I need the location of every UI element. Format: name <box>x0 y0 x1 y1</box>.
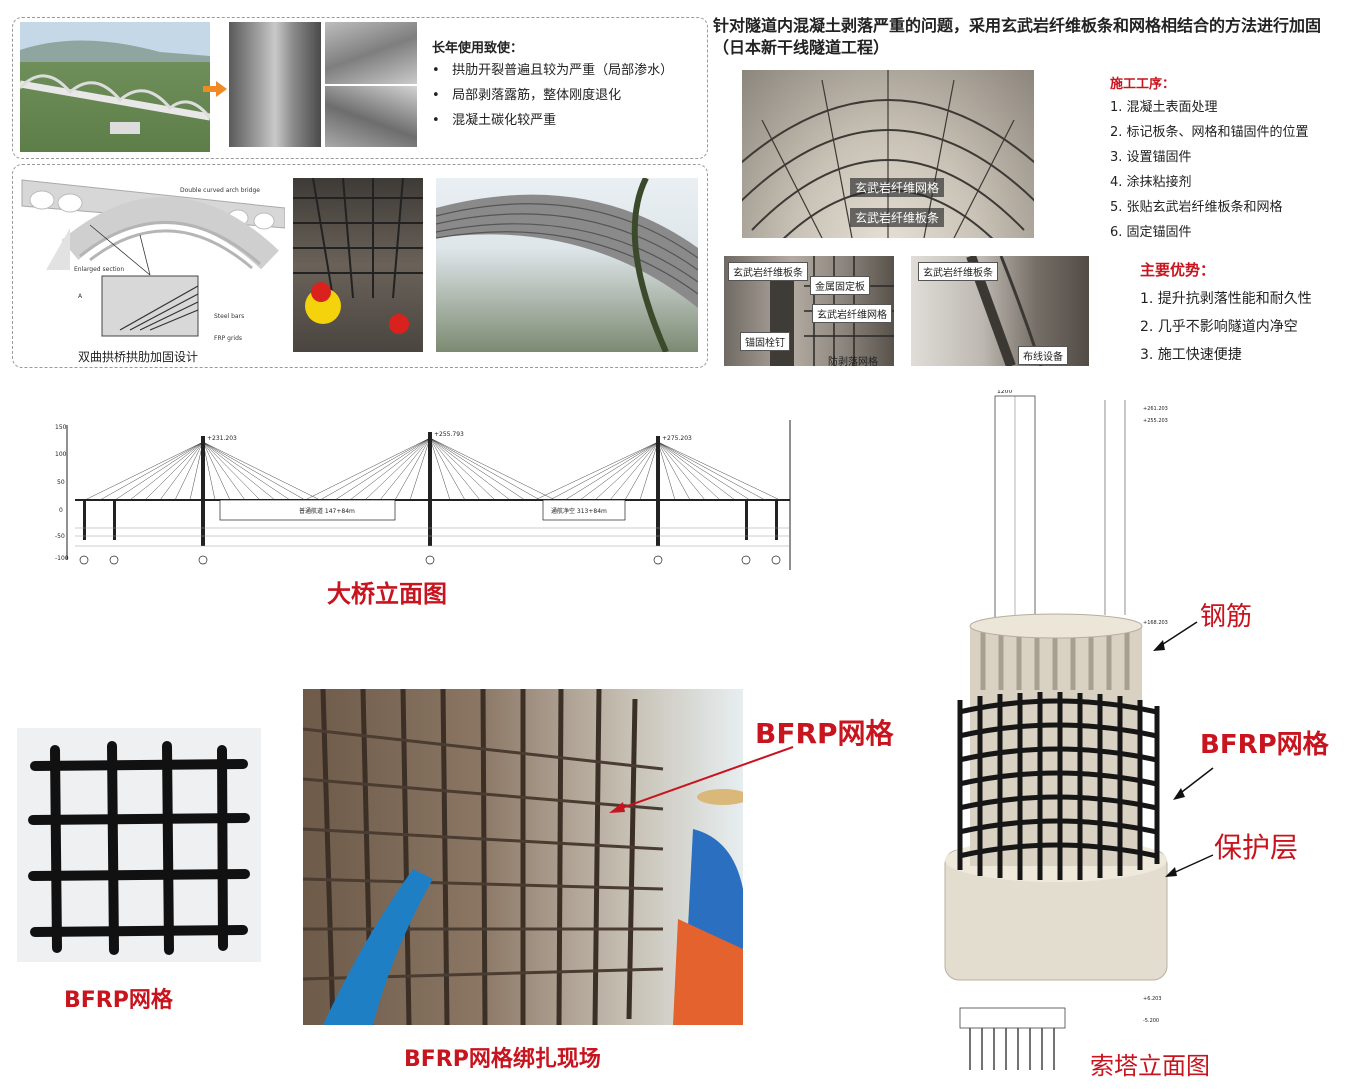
axis-tick: -50 <box>55 533 65 540</box>
arch-bridge-photo <box>20 22 210 152</box>
detail1-net-label: 防剥落网格 <box>828 357 878 368</box>
advantages-list: 1. 提升抗剥落性能和耐久性 2. 几乎不影响隧道内净空 3. 施工快速便捷 <box>1140 285 1312 369</box>
elev-4-text: +6.203 <box>1143 996 1162 1002</box>
procedure-step: 2. 标记板条、网格和锚固件的位置 <box>1110 125 1309 140</box>
damage-item: • 局部剥落露筋，整体刚度退化 <box>432 88 622 103</box>
crack-photo-bottom <box>325 86 417 147</box>
arch-rib-photo <box>229 22 321 147</box>
axis-tick: 50 <box>57 479 65 486</box>
elev-3-text: +168.203 <box>1143 620 1168 626</box>
bfrp-site-caption: BFRP网格绑扎现场 <box>404 1047 601 1072</box>
arch-underside-photo <box>436 178 698 352</box>
span-box-right-text: 通航净空 313+84m <box>551 507 607 515</box>
detail2-wiring-label: 布线设备 <box>1018 346 1068 365</box>
tunnel-grid-label: 玄武岩纤维网格 <box>850 178 945 197</box>
detail1-plate-label: 金属固定板 <box>810 276 870 295</box>
damage-list: • 拱肋开裂普遍且较为严重（局部渗水） • 局部剥落露筋，整体刚度退化 • 混凝… <box>432 58 673 133</box>
dim-top-text: 1200 <box>997 390 1012 395</box>
procedure-step: 3. 设置锚固件 <box>1110 150 1192 165</box>
bfrp-site-label: BFRP网格 <box>755 717 894 750</box>
diagram-marker-text: A <box>78 293 83 300</box>
axis-tick: -100 <box>55 555 69 562</box>
damage-item: • 拱肋开裂普遍且较为严重（局部渗水） <box>432 63 674 78</box>
arch-design-caption: 双曲拱桥拱肋加固设计 <box>78 350 199 364</box>
elev-left-text: +231.203 <box>207 435 237 442</box>
axis-tick: 100 <box>55 451 67 458</box>
tunnel-photo <box>742 70 1034 238</box>
damage-item: • 混凝土碳化较严重 <box>432 113 557 128</box>
procedure-list: 1. 混凝土表面处理 2. 标记板条、网格和锚固件的位置 3. 设置锚固件 4.… <box>1110 95 1309 245</box>
elev-mid-text: +255.793 <box>434 431 464 438</box>
tower-grid-label: BFRP网格 <box>1200 730 1329 760</box>
damage-heading: 长年使用致使： <box>432 41 524 56</box>
tower-rebar-label: 钢筋 <box>1200 602 1253 632</box>
elev-5-text: -5.200 <box>1143 1018 1159 1024</box>
procedure-step: 4. 涂抹粘接剂 <box>1110 175 1192 190</box>
orange-arrow-icon <box>203 81 227 97</box>
detail1-grid-label: 玄武岩纤维网格 <box>812 304 892 323</box>
reinforcement-panel <box>12 164 708 368</box>
advantages-title: 主要优势： <box>1140 261 1216 279</box>
crack-photo-top <box>325 22 417 84</box>
bfrp-grid-caption: BFRP网格 <box>64 988 173 1013</box>
procedure-step: 6. 固定锚固件 <box>1110 225 1192 240</box>
detail1-anchor-label: 锚固栓钉 <box>740 332 790 351</box>
elev-2-text: +255.203 <box>1143 418 1168 424</box>
tunnel-strip-label: 玄武岩纤维板条 <box>850 208 945 227</box>
damage-panel <box>12 17 708 159</box>
bfrp-grid-sample-photo <box>17 728 261 962</box>
advantage-item: 1. 提升抗剥落性能和耐久性 <box>1140 291 1312 307</box>
bridge-elevation-caption: 大桥立面图 <box>327 580 447 608</box>
worker-grid-photo <box>293 178 423 352</box>
detail1-strip-label: 玄武岩纤维板条 <box>728 262 808 281</box>
advantage-item: 2. 几乎不影响隧道内净空 <box>1140 319 1298 335</box>
diagram-enlarged-text: Enlarged section <box>74 266 124 273</box>
advantage-item: 3. 施工快速便捷 <box>1140 347 1242 363</box>
elev-1-text: +261.203 <box>1143 406 1168 412</box>
axis-tick: 0 <box>59 507 63 514</box>
arch-reinforcement-diagram: Double curved arch bridge Enlarged secti… <box>21 179 285 342</box>
bfrp-site-photo <box>303 689 743 1025</box>
axis-tick: 150 <box>55 424 67 431</box>
procedure-step: 5. 张贴玄武岩纤维板条和网格 <box>1110 200 1283 215</box>
red-arrow-icon <box>609 746 794 813</box>
detail2-strip-label: 玄武岩纤维板条 <box>918 262 998 281</box>
diagram-frp-text: FRP grids <box>214 335 242 342</box>
procedure-title: 施工工序： <box>1110 77 1176 92</box>
tower-elevation-caption: 索塔立面图 <box>1090 1052 1210 1080</box>
bridge-elevation-drawing: 150 100 50 0 -50 -100 +231.203 +255.793 … <box>55 420 791 570</box>
tunnel-title: 针对隧道内混凝土剥落严重的问题，采用玄武岩纤维板条和网格相结合的方法进行加固（日… <box>713 16 1322 57</box>
diagram-steel-text: Steel bars <box>214 313 244 320</box>
span-box-left-text: 普通航道 147+84m <box>299 507 355 515</box>
diagram-title-text: Double curved arch bridge <box>180 187 260 194</box>
elev-right-text: +275.203 <box>662 435 692 442</box>
procedure-step: 1. 混凝土表面处理 <box>1110 100 1218 115</box>
tower-elevation-drawing: 1200 +261.203 +255.203 +168.203 +6.203 -… <box>944 390 1214 1070</box>
tower-cover-label: 保护层 <box>1214 831 1299 864</box>
